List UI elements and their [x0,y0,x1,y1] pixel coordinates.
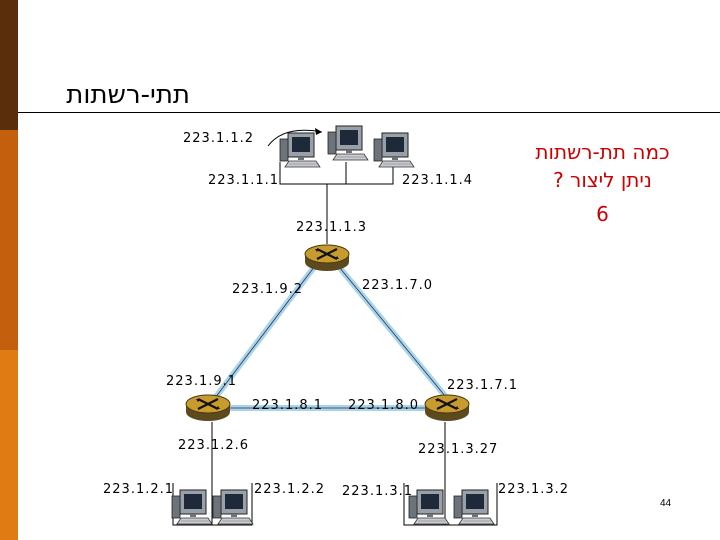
addr-host-b: 223.1.1.1 [208,173,280,188]
addr-router-top-lan: 223.1.1.3 [296,220,368,235]
host-c-icon [373,132,415,168]
addr-router-right-top: 223.1.7.1 [447,378,519,393]
addr-router-right-lan: 223.1.3.27 [418,442,499,457]
page-number: 44 [660,498,672,509]
addr-host-e: 223.1.2.2 [254,482,326,497]
addr-host-f: 223.1.3.1 [342,484,414,499]
slide-title: תתי-רשתות [66,80,190,110]
host-f-icon [408,489,450,525]
router-left-icon [184,393,232,423]
addr-host-a: 223.1.1.2 [183,131,255,146]
question-box: כמה תת-רשתות ניתן ליצור ? 6 [520,138,685,228]
question-line-2: ניתן ליצור ? [553,168,652,192]
sidebar-mid [0,130,18,350]
sidebar-dark [0,0,18,130]
host-e-icon [212,489,254,525]
addr-router-left-top: 223.1.9.1 [166,374,238,389]
host-d-icon [171,489,213,525]
title-divider [18,112,720,113]
addr-host-c: 223.1.1.4 [402,173,474,188]
addr-host-g: 223.1.3.2 [498,482,570,497]
addr-router-top-right: 223.1.7.0 [362,278,434,293]
addr-host-d: 223.1.2.1 [103,482,175,497]
host-g-icon [453,489,495,525]
question-line-1: כמה תת-רשתות [535,140,670,164]
addr-router-right-left: 223.1.8.0 [348,398,420,413]
lan-right [403,422,498,526]
addr-router-top-left: 223.1.9.2 [232,282,304,297]
addr-router-left-right: 223.1.8.1 [252,398,324,413]
host-b-icon [327,125,369,161]
sidebar-light [0,350,18,540]
host-a-icon [279,132,321,168]
router-right-icon [423,393,471,423]
lan-top [279,162,394,244]
router-links [209,260,453,411]
addr-router-left-lan: 223.1.2.6 [178,438,250,453]
answer-text: 6 [596,202,609,226]
router-top-icon [303,243,351,273]
